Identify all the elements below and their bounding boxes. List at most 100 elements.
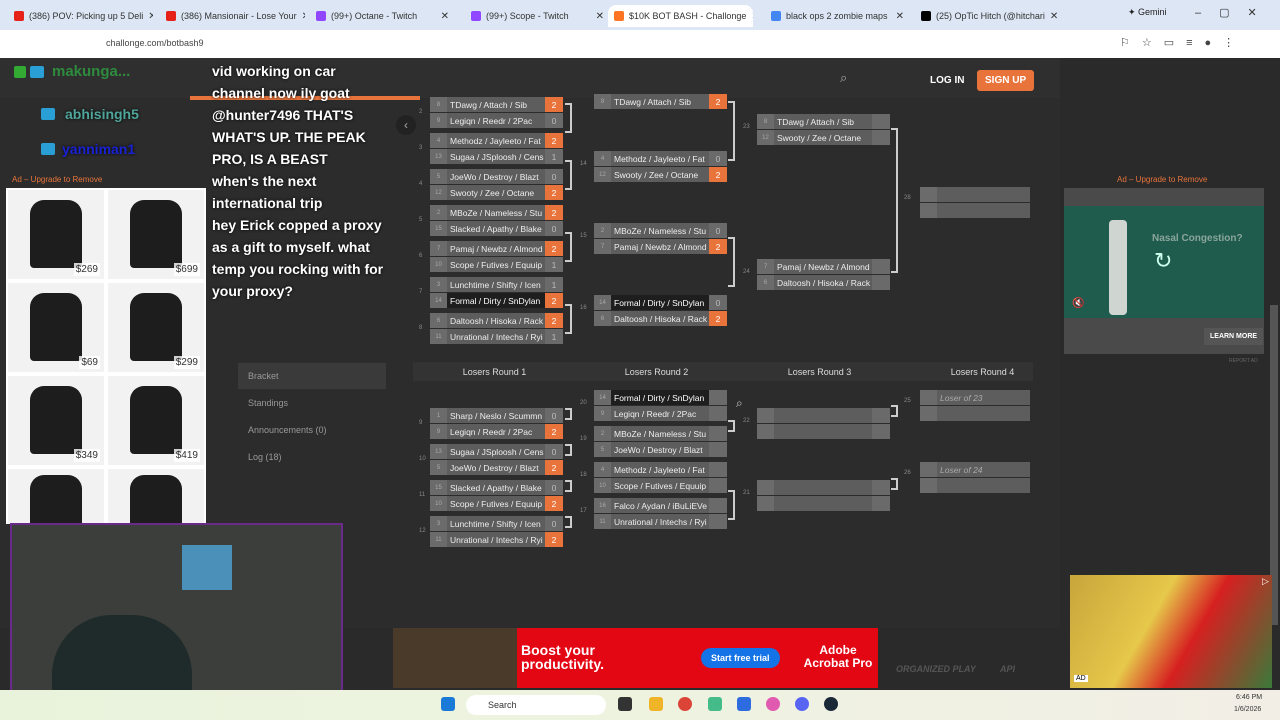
url-field[interactable]: challonge.com/botbash9 [106,38,204,48]
mute-icon[interactable]: 🔇 [1072,298,1085,309]
toolbar-icons[interactable]: ⚐☆▭≡●⋮ [1120,37,1247,49]
close-tab-icon[interactable]: ✕ [595,10,604,22]
browser-tab[interactable]: $10K BOT BASH - Challonge✕ [608,5,753,27]
nav-bracket[interactable]: Bracket [248,371,279,381]
close-tab-icon[interactable]: ✕ [895,10,904,22]
ad-upgrade-label-left[interactable]: Ad – Upgrade to Remove [12,175,103,184]
start-free-trial-button[interactable]: Start free trial [701,648,780,668]
video-ad[interactable]: AD ▷ [1070,575,1272,688]
taskbar-search[interactable]: Search [466,695,606,715]
match-search-icon[interactable]: ⌕ [736,396,743,410]
match[interactable] [920,187,1030,219]
login-button[interactable]: LOG IN [930,75,965,86]
windows-start-icon[interactable] [441,697,455,711]
product-tile[interactable]: $269 [8,190,104,279]
team-row[interactable] [920,406,1030,421]
team-row[interactable] [757,496,890,511]
app-icon[interactable] [737,697,751,711]
team-row[interactable]: Loser of 23 [920,390,1030,405]
footer-organized-play[interactable]: ORGANIZED PLAY [896,664,976,674]
team-row[interactable] [757,408,890,423]
match[interactable]: Loser of 24 [920,462,1030,494]
team-row[interactable] [757,424,890,439]
close-tab-icon[interactable]: ✕ [148,10,153,22]
learn-more-button[interactable]: LEARN MORE [1204,328,1264,345]
collapse-sidebar-button[interactable]: ‹ [396,115,416,135]
team-row[interactable] [920,187,1030,202]
signup-button[interactable]: SIGN UP [977,70,1035,91]
team-row[interactable] [920,203,1030,218]
window-controls[interactable]: –▢✕ [1195,7,1275,19]
scrollbar[interactable] [1270,305,1278,625]
ad-upgrade-label-right[interactable]: Ad – Upgrade to Remove [1117,175,1208,184]
app-icon[interactable] [708,697,722,711]
close-tab-icon[interactable]: ✕ [302,11,305,22]
product-tile[interactable]: $419 [108,376,204,465]
report-ad-link[interactable]: REPORT AD [1229,358,1258,364]
chrome-icon[interactable] [678,697,692,711]
gemini-button[interactable]: ✦ Gemini [1128,7,1167,17]
match[interactable] [757,408,890,440]
close-tab-icon[interactable]: ✕ [751,11,753,22]
close-tab-icon[interactable]: ✕ [440,10,449,22]
browser-tab[interactable]: (386) Mansionair - Lose Your✕ [160,5,305,27]
browser-tab[interactable]: (386) POV: Picking up 5 Deli✕ [8,5,153,27]
product-tile[interactable] [108,469,204,524]
browser-tab[interactable]: black ops 2 zombie maps✕ [765,5,910,27]
close-tab-icon[interactable]: ✕ [1049,10,1059,22]
team-row[interactable]: Loser of 24 [920,462,1030,477]
nav-log[interactable]: Log (18) [248,452,282,462]
product-tile[interactable]: $299 [108,283,204,372]
